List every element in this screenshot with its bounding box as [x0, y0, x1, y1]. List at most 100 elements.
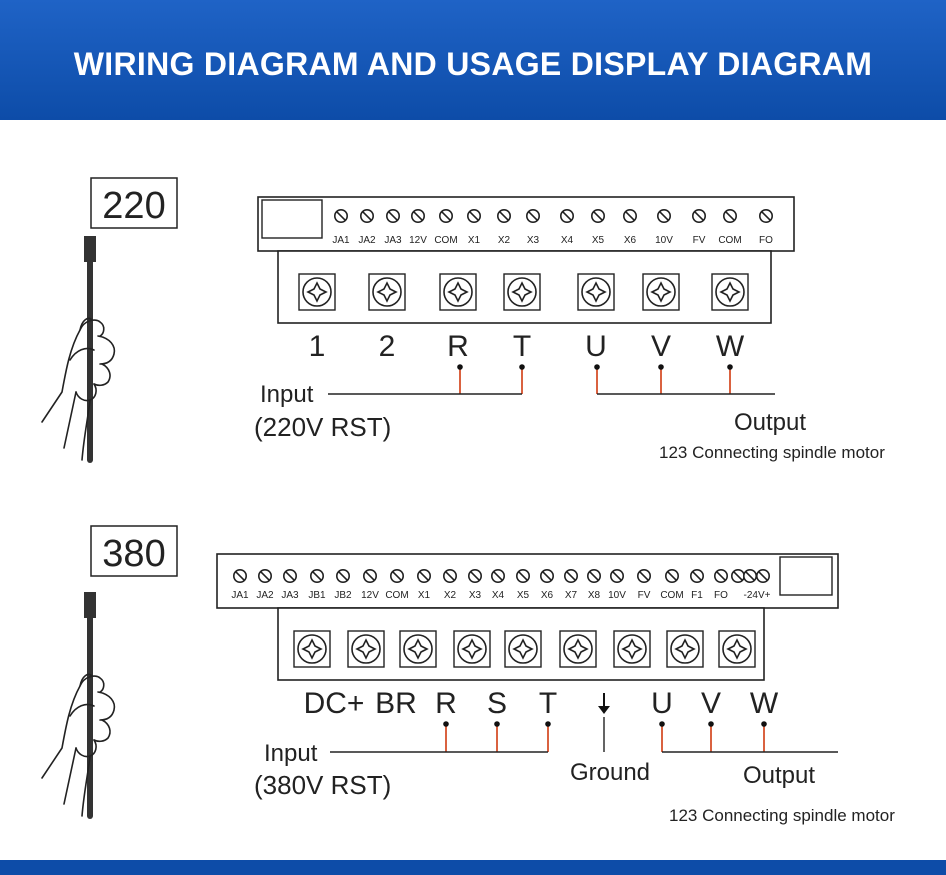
thumb — [69, 703, 95, 717]
screw-cross — [512, 638, 534, 660]
finger — [93, 363, 111, 387]
probe-tip — [84, 236, 96, 262]
screw-cross — [726, 638, 748, 660]
wrist — [63, 747, 91, 817]
screw-terminal-icon — [722, 634, 752, 664]
screw-slot — [761, 211, 771, 221]
control-terminal-label: X8 — [588, 590, 601, 601]
wire-dot — [658, 364, 664, 370]
power-terminal-label: V — [701, 687, 721, 720]
control-terminal-label: JB1 — [308, 590, 326, 601]
control-terminal-label: 10V — [608, 590, 626, 601]
power-terminal-label: U — [585, 330, 607, 363]
screw-slot — [441, 211, 451, 221]
wire-dot — [761, 721, 767, 727]
hand-holding-probe-icon — [41, 592, 116, 819]
finger — [97, 691, 116, 721]
ground-arrow-head — [598, 706, 610, 714]
voltage-badge — [90, 525, 178, 577]
screw-slot — [388, 211, 398, 221]
screw-cross — [301, 638, 323, 660]
control-terminal-label: X2 — [444, 590, 457, 601]
control-terminal-label: X7 — [565, 590, 578, 601]
power-terminal-label: V — [651, 330, 671, 363]
output-label: Output — [743, 762, 815, 789]
screw-cross — [461, 638, 483, 660]
screw-terminal-icon — [297, 634, 327, 664]
screw-cross — [585, 281, 607, 303]
screw-cross — [407, 638, 429, 660]
control-terminal-label: 10V — [655, 235, 673, 246]
screw-cross — [621, 638, 643, 660]
screw-cross — [674, 638, 696, 660]
screw-terminal-icon — [617, 634, 647, 664]
power-terminal-label: 1 — [309, 330, 326, 363]
screw-slot — [639, 571, 649, 581]
screw-slot — [692, 571, 702, 581]
control-terminal-label: FO — [714, 590, 728, 601]
control-terminal-label: JA1 — [332, 235, 350, 246]
screw-slot — [470, 571, 480, 581]
screw-slot — [667, 571, 677, 581]
control-terminal-label: X6 — [624, 235, 637, 246]
terminal-cover — [261, 199, 323, 239]
screw-terminal-icon — [581, 277, 611, 307]
finger — [79, 675, 105, 693]
thumb — [69, 347, 95, 361]
control-terminal-label: 12V — [361, 590, 379, 601]
control-terminal-label: COM — [434, 235, 457, 246]
screw-slot — [499, 211, 509, 221]
screw-slot — [392, 571, 402, 581]
wire-dot — [494, 721, 500, 727]
control-terminal-label: FV — [638, 590, 651, 601]
wire-dot — [457, 364, 463, 370]
wire-dot — [708, 721, 714, 727]
control-terminal-label: X5 — [592, 235, 605, 246]
screw-slot — [419, 571, 429, 581]
probe-tip — [84, 592, 96, 618]
control-terminal-label: F1 — [691, 590, 703, 601]
power-terminal-label: T — [513, 330, 531, 363]
screw-terminal-icon — [372, 277, 402, 307]
screw-cross — [447, 281, 469, 303]
screw-slot — [445, 571, 455, 581]
voltage-label: 380 — [102, 533, 165, 575]
power-terminal-label: U — [651, 687, 673, 720]
screw-terminal-icon — [403, 634, 433, 664]
input-voltage-label: (220V RST) — [254, 412, 391, 442]
screw-slot — [593, 211, 603, 221]
power-terminal-label: T — [539, 687, 557, 720]
voltage-badge — [90, 177, 178, 229]
finger — [97, 335, 116, 365]
page-title: WIRING DIAGRAM AND USAGE DISPLAY DIAGRAM — [73, 46, 873, 82]
wire-dot — [443, 721, 449, 727]
input-label: Input — [264, 740, 318, 767]
finger — [79, 319, 105, 337]
screw-slot — [758, 571, 768, 581]
output-description: 123 Connecting spindle motor — [669, 806, 895, 825]
screw-slot — [493, 571, 503, 581]
control-terminal-label: X4 — [561, 235, 574, 246]
screw-terminal-icon — [302, 277, 332, 307]
finger — [93, 719, 111, 743]
ground-label: Ground — [570, 759, 650, 786]
hand-holding-probe-icon — [41, 236, 116, 463]
screw-cross — [567, 638, 589, 660]
screw-terminal-icon — [351, 634, 381, 664]
screw-cross — [650, 281, 672, 303]
power-terminal-label: R — [435, 687, 457, 720]
wire-dot — [727, 364, 733, 370]
control-terminal-label: COM — [385, 590, 408, 601]
screw-terminal-icon — [443, 277, 473, 307]
screw-terminal-icon — [507, 277, 537, 307]
control-terminal-label: COM — [718, 235, 741, 246]
screw-slot — [362, 211, 372, 221]
finger — [75, 383, 97, 402]
input-label: Input — [260, 381, 314, 408]
wire-dot — [519, 364, 525, 370]
screw-terminal-icon — [457, 634, 487, 664]
screw-slot — [285, 571, 295, 581]
